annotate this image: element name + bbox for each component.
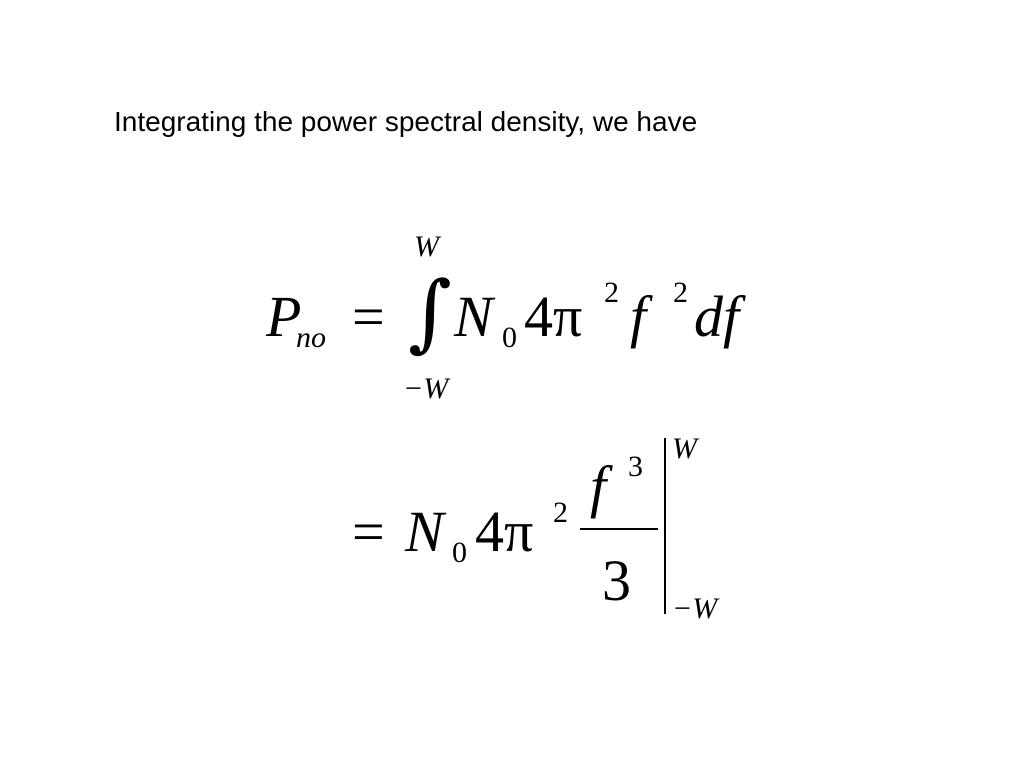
eq2-lower-limit: −W — [672, 592, 718, 625]
eq2-numerator-exponent: 3 — [628, 450, 643, 483]
eq1-equals-sign: = — [352, 284, 385, 349]
eq2-denominator: 3 — [602, 548, 631, 613]
integral-sign: ∫ — [408, 263, 452, 361]
eq1-f-variable: f — [630, 284, 647, 349]
eq2-pi-exponent: 2 — [553, 496, 568, 529]
eq2-upper-limit: W — [672, 432, 697, 465]
intro-text: Integrating the power spectral density, … — [114, 106, 698, 137]
eq1-lower-limit: −W — [403, 372, 449, 405]
eq1-n-subscript: 0 — [502, 321, 517, 354]
eq1-lhs-variable: P — [266, 284, 302, 349]
eq1-differential: df — [694, 284, 740, 349]
evaluation-bar — [664, 438, 666, 614]
eq1-n-variable: N — [454, 284, 493, 349]
eq1-pi-exponent: 2 — [604, 276, 619, 309]
eq2-n-subscript: 0 — [452, 536, 467, 569]
eq2-four-pi: 4π — [475, 499, 534, 564]
eq1-four-pi: 4π — [524, 284, 583, 349]
eq1-lhs-subscript: no — [296, 321, 326, 354]
eq1-upper-limit: W — [414, 230, 439, 263]
eq2-n-variable: N — [405, 499, 444, 564]
fraction-bar — [580, 528, 658, 530]
eq2-equals-sign: = — [352, 499, 385, 564]
eq2-numerator-f: f — [590, 454, 607, 519]
eq1-f-exponent: 2 — [673, 276, 688, 309]
